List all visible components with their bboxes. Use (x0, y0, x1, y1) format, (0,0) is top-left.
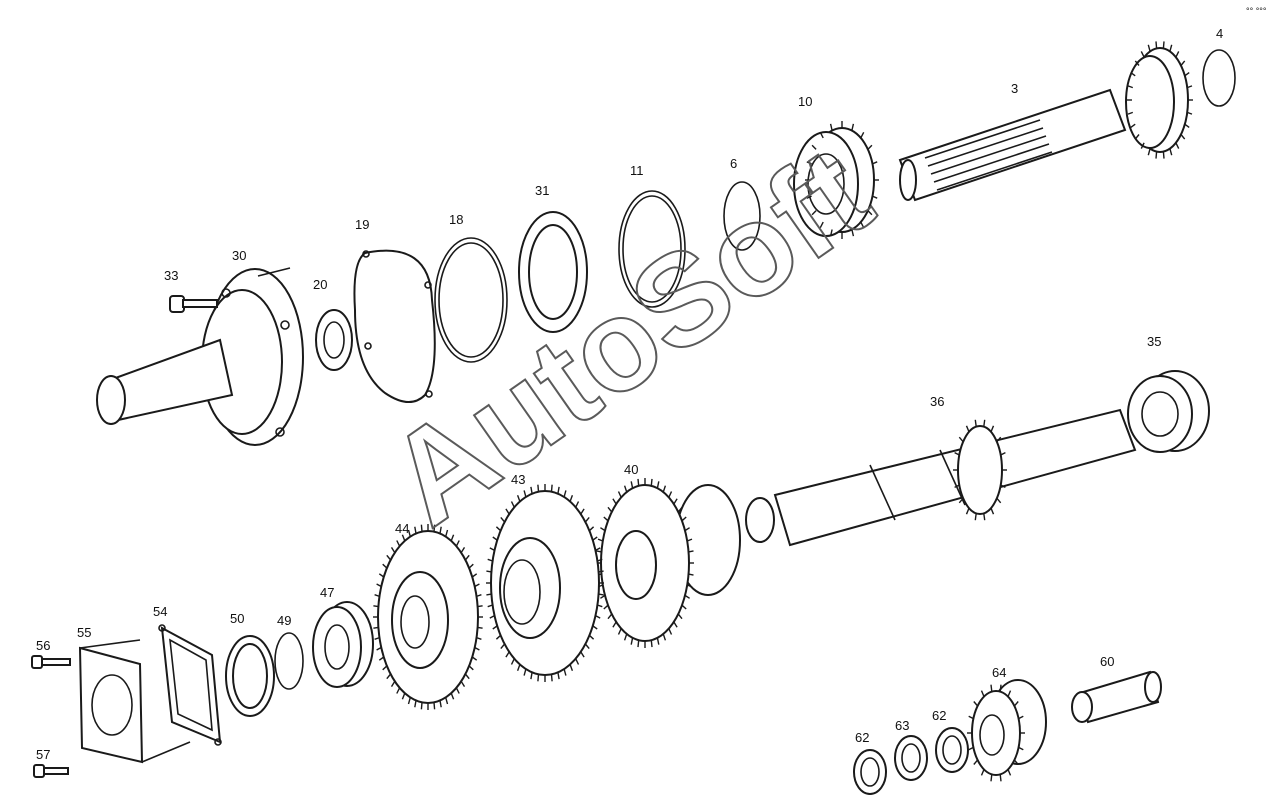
part-56-bolt (31, 655, 71, 669)
label-31: 31 (535, 183, 549, 198)
part-43-gear (486, 484, 604, 682)
label-40: 40 (624, 462, 638, 477)
part-62-needle-bearing-left (853, 749, 887, 795)
part-36-countershaft (745, 408, 1137, 547)
label-54: 54 (153, 604, 167, 619)
label-60: 60 (1100, 654, 1114, 669)
label-56: 56 (36, 638, 50, 653)
part-labels: 3 4 6 10 11 18 19 20 30 31 33 35 36 40 4… (36, 26, 1223, 762)
label-44: 44 (395, 521, 409, 536)
part-20-seal (315, 309, 353, 371)
label-10: 10 (798, 94, 812, 109)
part-54-gasket (158, 624, 222, 746)
label-63: 63 (895, 718, 909, 733)
label-43: 43 (511, 472, 525, 487)
part-30-bearing-retainer (96, 267, 304, 446)
label-55: 55 (77, 625, 91, 640)
label-20: 20 (313, 277, 327, 292)
part-19-gasket (353, 249, 436, 403)
part-18-o-ring (434, 237, 508, 363)
part-44-gear (373, 524, 483, 710)
corner-mark: °° °°° (1246, 6, 1267, 16)
part-64-idler-gear (967, 679, 1047, 782)
part-63-spacer (894, 735, 928, 781)
part-11-ring (618, 190, 686, 308)
part-6-circlip (723, 181, 761, 251)
label-57: 57 (36, 747, 50, 762)
label-33: 33 (164, 268, 178, 283)
label-11: 11 (630, 163, 644, 178)
label-35: 35 (1147, 334, 1161, 349)
label-50: 50 (230, 611, 244, 626)
part-55-cover (78, 639, 191, 764)
part-3-input-shaft (898, 41, 1193, 202)
part-49-snap-ring (274, 632, 304, 690)
label-64: 64 (992, 665, 1006, 680)
part-60-idler-shaft (1071, 670, 1162, 724)
label-3: 3 (1011, 81, 1018, 96)
part-40-gear (596, 478, 741, 648)
part-50-spacer-ring (225, 635, 275, 717)
label-62-right: 62 (932, 708, 946, 723)
label-49: 49 (277, 613, 291, 628)
part-57-bolt (33, 764, 69, 778)
label-47: 47 (320, 585, 334, 600)
label-62-left: 62 (855, 730, 869, 745)
label-6: 6 (730, 156, 737, 171)
part-47-bearing (312, 601, 374, 688)
label-30: 30 (232, 248, 246, 263)
part-33-bolt (169, 295, 218, 313)
part-31-shim (518, 211, 588, 333)
label-4: 4 (1216, 26, 1223, 41)
label-36: 36 (930, 394, 944, 409)
part-62-needle-bearing-right (935, 727, 969, 773)
part-10-bearing (793, 121, 879, 239)
label-18: 18 (449, 212, 463, 227)
part-4-snap-ring (1202, 49, 1236, 107)
part-35-bearing (1127, 370, 1210, 453)
label-19: 19 (355, 217, 369, 232)
